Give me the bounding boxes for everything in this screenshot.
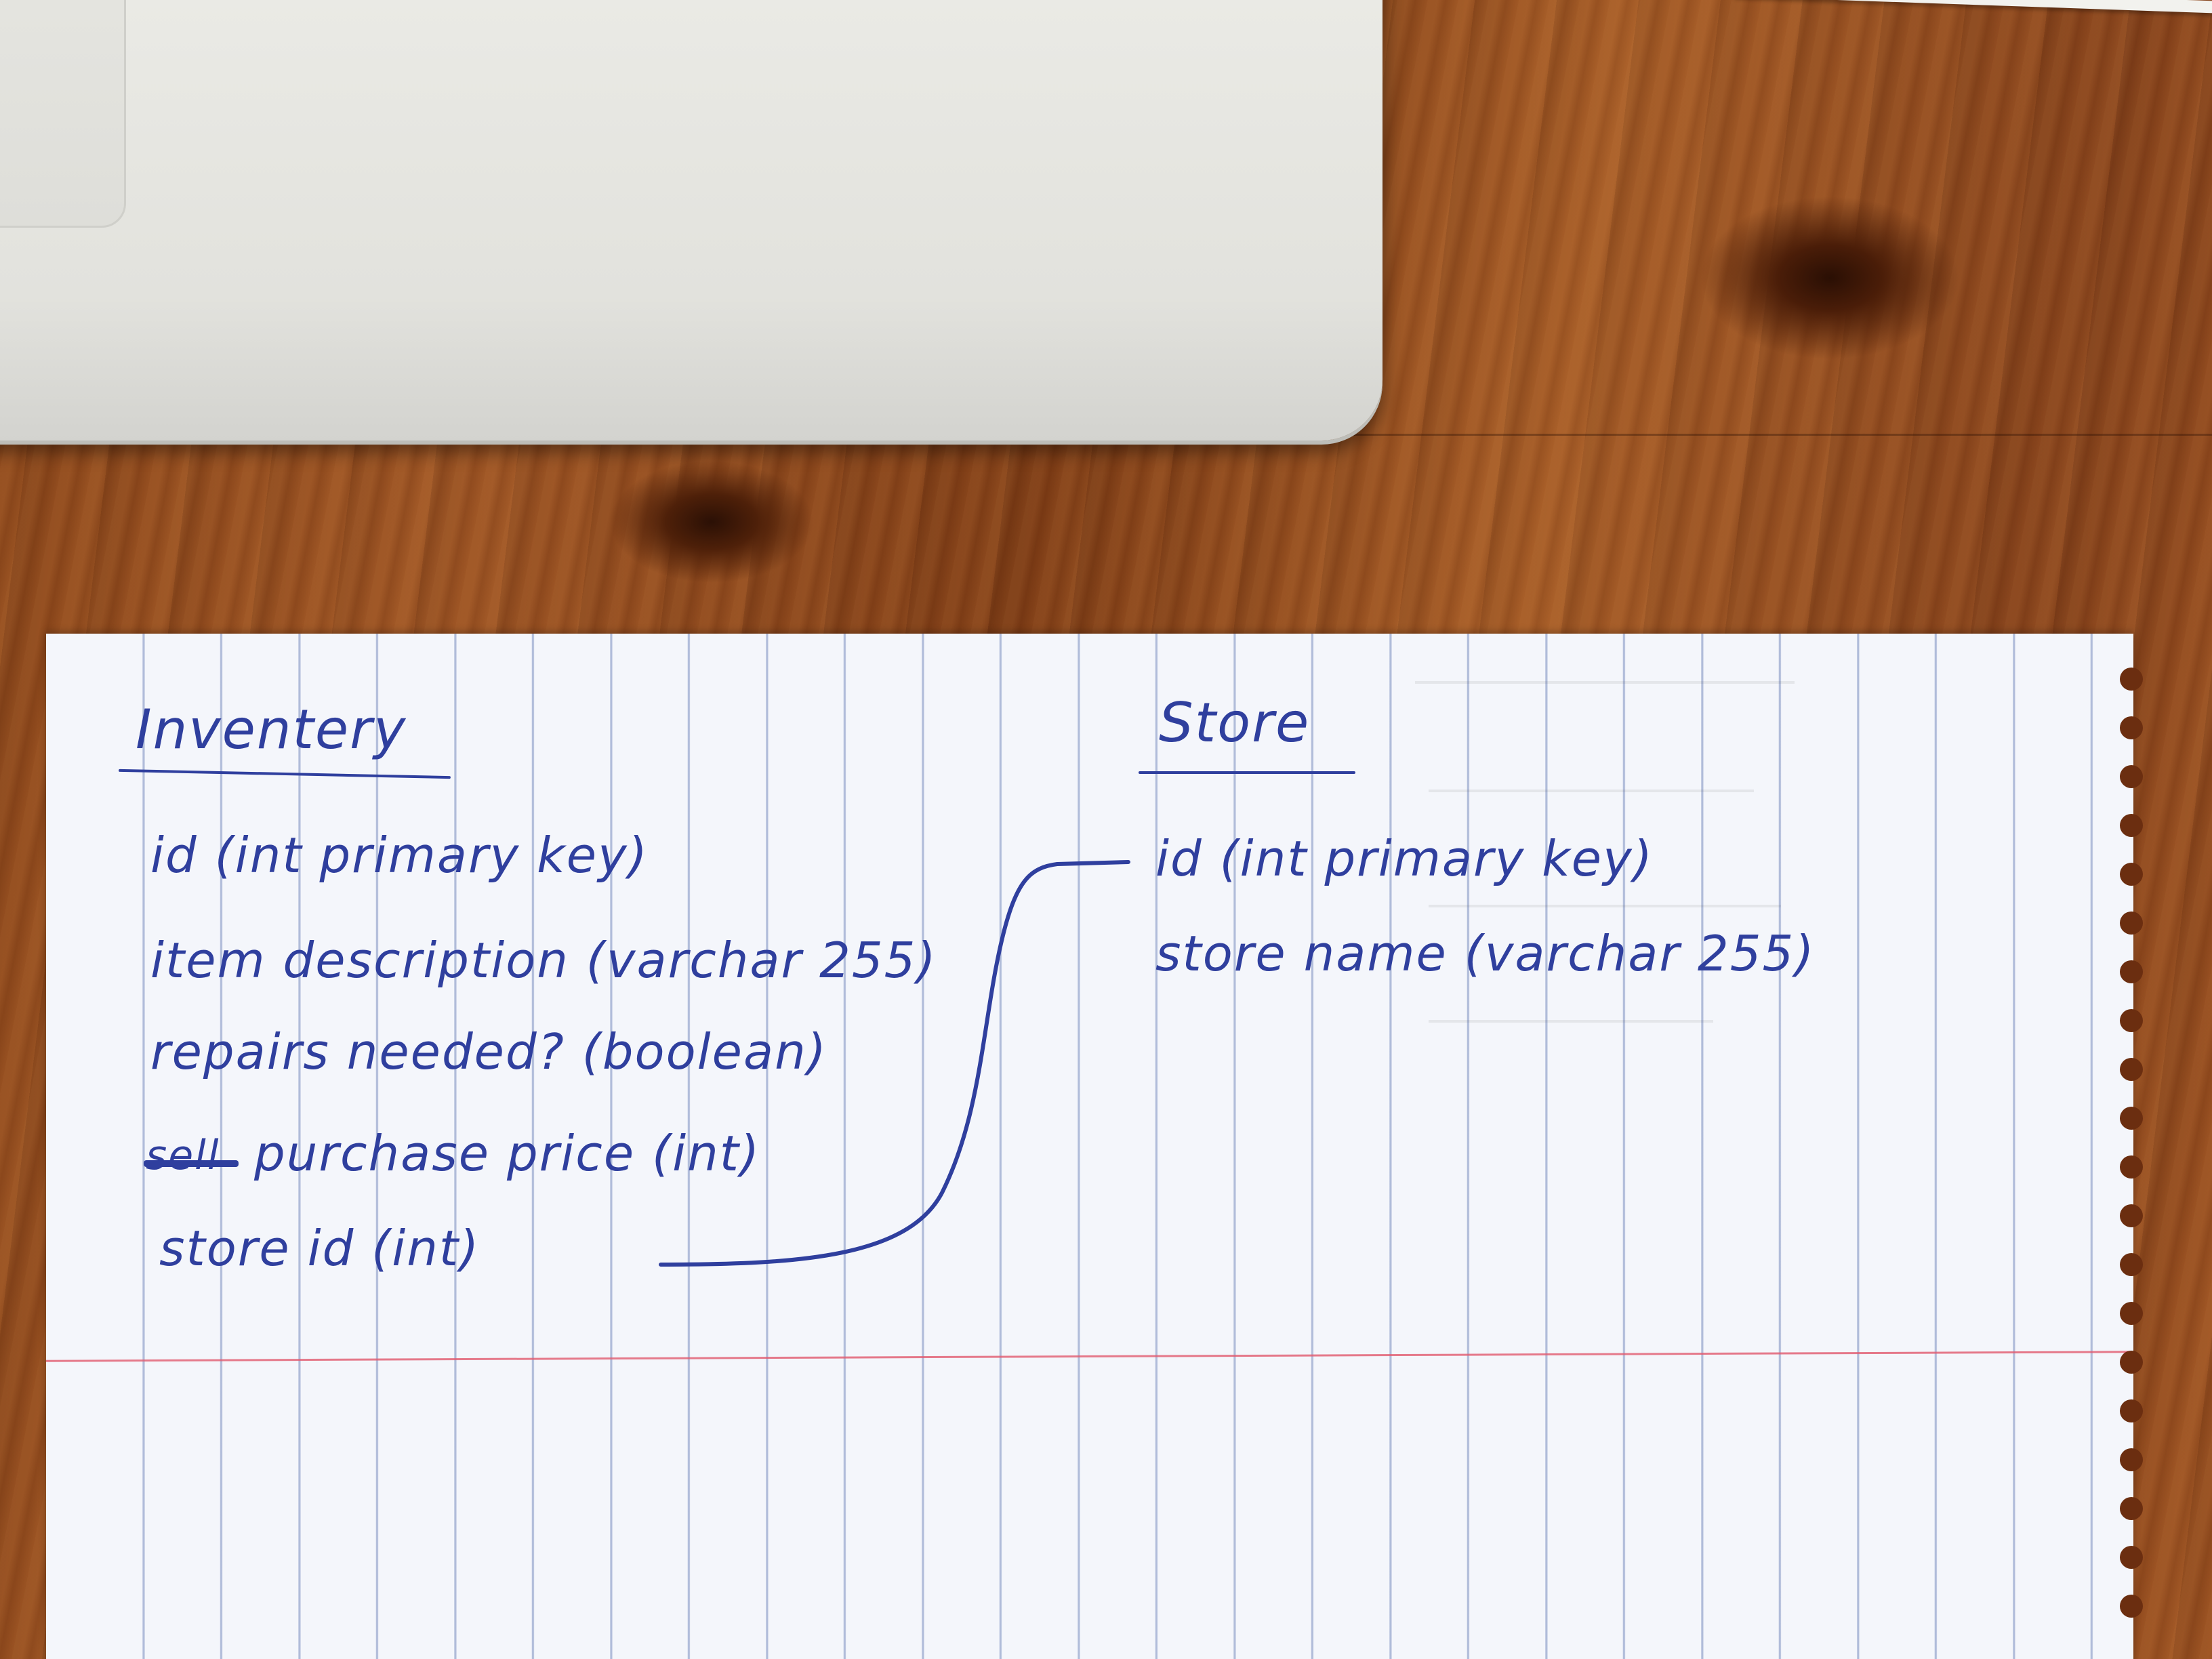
show-through <box>1415 681 1822 1155</box>
store-field-id: id (int primary key) <box>1155 830 1654 887</box>
inventory-title: Inventery <box>136 698 407 761</box>
store-title-underline <box>1139 771 1355 774</box>
store-title: Store <box>1159 691 1311 754</box>
inventory-field-repairs-needed: repairs needed? (boolean) <box>150 1023 827 1080</box>
inventory-field-purchase-price: purchase price (int) <box>254 1125 761 1182</box>
inventory-field-item-description: item description (varchar 255) <box>150 932 937 989</box>
inventory-crossed-out-word: sell <box>146 1132 220 1179</box>
trackpad <box>0 0 126 228</box>
notebook-paper <box>46 634 2143 1659</box>
inventory-field-store-id: store id (int) <box>159 1220 480 1277</box>
store-field-store-name: store name (varchar 255) <box>1155 925 1816 982</box>
laptop-corner <box>0 0 1382 441</box>
inventory-field-id: id (int primary key) <box>150 827 649 884</box>
strikethrough-mark <box>144 1160 239 1167</box>
